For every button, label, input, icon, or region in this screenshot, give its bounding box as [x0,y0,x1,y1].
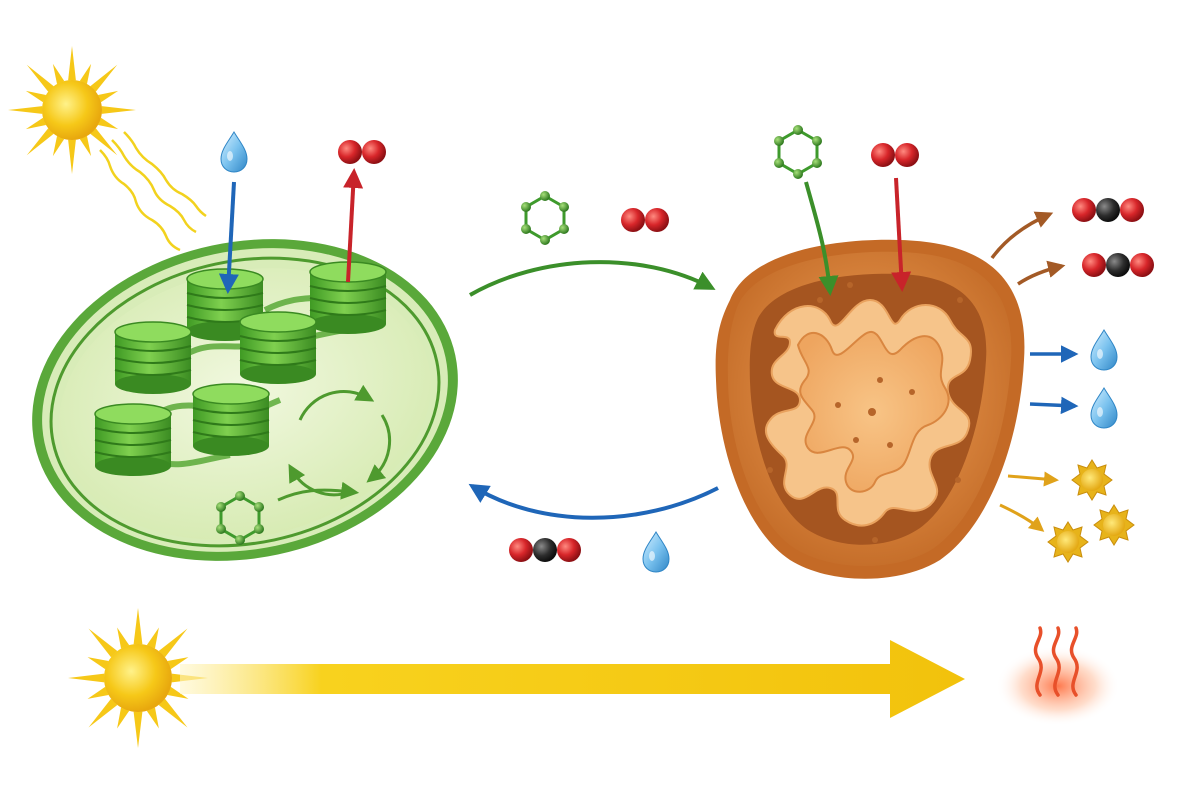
sun-ray [52,63,65,85]
sun-ray [68,673,105,683]
sun-ray [133,608,143,645]
sun-ray [117,627,130,649]
sun-ray [26,128,54,156]
sun-ray [90,128,118,156]
oxygen-molecule-icon [621,208,669,232]
glucose-oxygen-to-mitochondrion-arrow [469,260,716,297]
sun-ray [167,686,189,699]
sun-ray [79,63,92,85]
sun-ray [133,711,143,748]
oxygen-molecule-icon [338,140,386,164]
sun-ray [146,707,159,729]
mitochondrion [715,239,1025,579]
atp-energy-icon [1093,504,1135,546]
water-drop-icon [1090,329,1118,371]
carbon-dioxide-molecule-icon [1082,253,1154,277]
co2-water-to-chloroplast-arrow [468,483,719,520]
water-into-chloroplast-arrow [218,181,239,294]
sun-ray [8,106,43,114]
sun-ray [90,64,118,92]
energy-out-arrow [999,503,1045,532]
glucose-into-mitochondrion-arrow [804,181,839,296]
sun-icon [8,46,136,174]
granum-stack [192,383,270,457]
glucose-ring-icon [519,189,571,247]
sun-ray [25,90,47,103]
sun-ray [52,135,65,157]
chloroplast [32,239,458,561]
sun-ray [79,135,92,157]
sun-ray [87,657,109,670]
co2-out-arrow [990,211,1054,260]
granum-stack [114,321,192,395]
sun-ray [88,698,118,728]
sun-ray [158,628,188,658]
glucose-ring-icon [772,123,824,181]
sun-ray [25,117,47,130]
water-out-arrow [1029,396,1079,415]
sun-ray [167,657,189,670]
carbon-dioxide-molecule-icon [1072,198,1144,222]
heat-icon [996,626,1120,726]
sun-ray [87,686,109,699]
atp-energy-icon [1047,521,1089,563]
sun-ray [97,90,119,103]
sun-ray [68,139,76,174]
sun-ray [158,698,188,728]
granum-stack [94,403,172,477]
oxygen-molecule-icon [871,143,919,167]
sun-ray [88,628,118,658]
light-to-heat-arrow [180,640,965,718]
carbon-dioxide-molecule-icon [509,538,581,562]
sun-ray [101,106,136,114]
sun-ray [97,117,119,130]
granum-stack [239,311,317,385]
oxygen-into-mitochondrion-arrow [891,177,912,292]
water-drop-icon [642,531,670,573]
sun-ray [68,46,76,81]
co2-out-arrow [1017,260,1066,286]
sun-ray [117,707,130,729]
water-drop-icon [220,131,248,173]
light-wave-icon [99,131,207,252]
sun-icon [68,608,208,748]
oxygen-out-arrow [343,168,364,283]
atp-energy-icon [1071,459,1113,501]
energy-out-arrow [1007,471,1059,487]
water-drop-icon [1090,387,1118,429]
sun-ray [26,64,54,92]
sun-ray [146,627,159,649]
